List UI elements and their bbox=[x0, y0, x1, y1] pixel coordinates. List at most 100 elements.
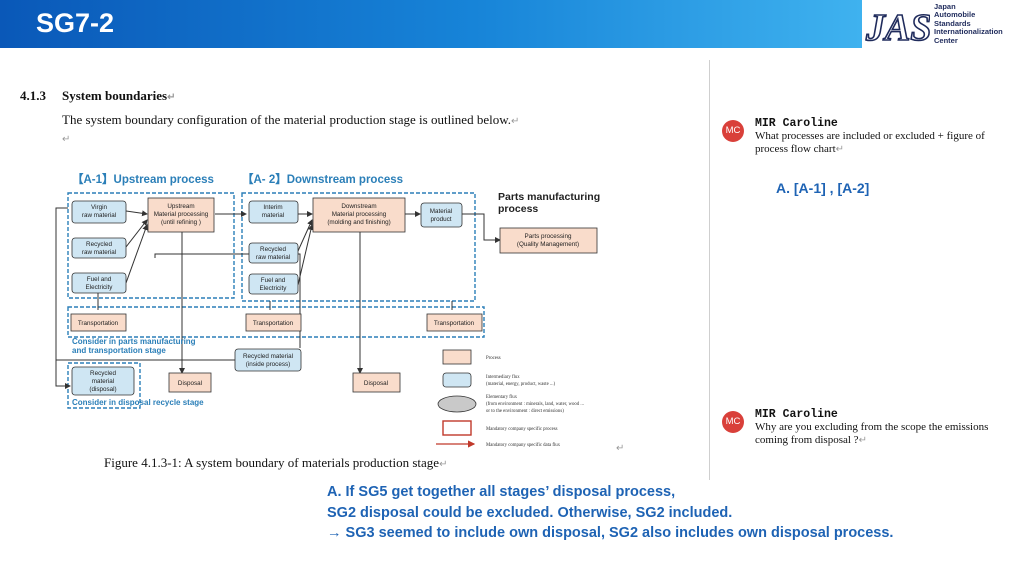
answer-2: A. If SG5 get together all stages’ dispo… bbox=[327, 482, 893, 544]
label-disposal-1: Disposal bbox=[178, 380, 202, 387]
legend-mandatory-swatch bbox=[442, 420, 472, 436]
legend-elementary-1: Elementary flux bbox=[486, 395, 518, 400]
recycled-disposal-box bbox=[71, 366, 135, 396]
label-downstream-3: (molding and finishing) bbox=[327, 219, 390, 226]
label-recycled-a-1: Recycled bbox=[86, 241, 112, 248]
paragraph-mark-icon: ↵ bbox=[167, 92, 176, 103]
virgin-raw-material-box bbox=[71, 200, 127, 224]
label-material-prod-2: product bbox=[430, 216, 451, 223]
recycled-raw-material-box-1 bbox=[71, 237, 127, 259]
parts-process-box bbox=[499, 227, 598, 254]
logo-line: Internationalization bbox=[934, 27, 1003, 37]
disposal-box-2 bbox=[352, 372, 401, 393]
logo-line: Center bbox=[934, 35, 958, 45]
upstream-process-box bbox=[147, 197, 215, 233]
label-downstream-1: Downstream bbox=[341, 203, 376, 210]
label-transport-1: Transportation bbox=[78, 320, 119, 327]
legend-elementary-2: (from environment : minerals, land, wate… bbox=[486, 402, 584, 407]
jasic-logo: JASIC Japan Automobile Standards Interna… bbox=[864, 0, 1024, 48]
transport-box-2 bbox=[245, 313, 302, 332]
document-excerpt: 4.1.3 System boundaries↵ The system boun… bbox=[0, 48, 712, 488]
downstream-boundary bbox=[241, 192, 476, 302]
label-fuel-a-1: Fuel and bbox=[87, 276, 112, 283]
fuel-electricity-box-1 bbox=[71, 272, 127, 294]
paragraph-mark-icon: ↵ bbox=[858, 435, 867, 446]
paragraph-mark-icon: ↵ bbox=[835, 144, 845, 155]
answer-2-line2: SG2 disposal could be excluded. Otherwis… bbox=[327, 504, 733, 521]
parts-title-line2: process bbox=[498, 203, 538, 215]
recycled-raw-material-box-2 bbox=[248, 242, 299, 264]
fuel-electricity-box-2 bbox=[248, 273, 299, 295]
section-number: 4.1.3 bbox=[20, 88, 46, 103]
transport-boundary bbox=[67, 306, 485, 338]
slide-title: SG7-2 bbox=[36, 8, 115, 38]
label-downstream-2: Material processing bbox=[332, 211, 387, 218]
label-fuel-a-2: Electricity bbox=[86, 284, 114, 291]
section-body: The system boundary configuration of the… bbox=[62, 112, 522, 148]
answer-2-line1: A. If SG5 get together all stages’ dispo… bbox=[327, 484, 676, 500]
avatar: MC bbox=[722, 411, 744, 433]
comment-text: Why are you excluding from the scope the… bbox=[755, 421, 1005, 447]
section-body-text: The system boundary configuration of the… bbox=[62, 112, 511, 127]
label-recycled-inside-2: (inside process) bbox=[246, 361, 290, 368]
comment-body: What processes are included or excluded … bbox=[755, 130, 985, 155]
comment-divider bbox=[709, 60, 710, 480]
legend-process-swatch bbox=[442, 349, 472, 365]
label-material-prod-1: Material bbox=[430, 208, 452, 215]
logo-wordmark: Japan Automobile Standards International… bbox=[934, 2, 1003, 45]
legend-mandatory-process: Mandatory company specific process bbox=[486, 427, 558, 432]
avatar: MC bbox=[722, 120, 744, 142]
downstream-title: 【A- 2】Downstream process bbox=[242, 173, 403, 186]
paragraph-mark-icon: ↵ bbox=[62, 134, 71, 145]
label-transport-3: Transportation bbox=[434, 320, 475, 327]
figure-caption-text: Figure 4.1.3-1: A system boundary of mat… bbox=[104, 455, 440, 470]
system-boundary-diagram: 【A-1】Upstream process 【A- 2】Downstream p… bbox=[55, 173, 624, 453]
label-recycled-disposal-1: Recycled bbox=[90, 370, 116, 377]
label-upstream-1: Upstream bbox=[167, 203, 194, 210]
label-virgin-2: raw material bbox=[82, 212, 116, 219]
label-recycled-a-2: raw material bbox=[82, 249, 116, 256]
jasic-logo-mark: JASIC bbox=[864, 6, 930, 46]
figure-caption: Figure 4.1.3-1: A system boundary of mat… bbox=[104, 455, 447, 471]
label-parts-proc-2: (Quality Management) bbox=[517, 241, 579, 248]
recycled-inside-box bbox=[234, 348, 302, 372]
consider-parts-line2: and transportation stage bbox=[72, 346, 166, 355]
comment-body: Why are you excluding from the scope the… bbox=[755, 421, 989, 446]
label-parts-proc-1: Parts processing bbox=[525, 233, 572, 240]
comment-author: MIR Caroline bbox=[755, 117, 838, 130]
legend-elementary-swatch bbox=[437, 395, 477, 413]
interim-material-box bbox=[248, 200, 299, 224]
label-fuel-b-1: Fuel and bbox=[261, 277, 286, 284]
comment-author: MIR Caroline bbox=[755, 408, 838, 421]
logo-line: Japan bbox=[934, 2, 956, 11]
label-recycled-b-1: Recycled bbox=[260, 246, 286, 253]
disposal-box-1 bbox=[168, 372, 212, 393]
label-recycled-disposal-2: material bbox=[92, 378, 114, 385]
legend-intermediary-2: (material, energy, product, waste ...) bbox=[486, 382, 556, 387]
answer-2-line3: → SG3 seemed to include own disposal, SG… bbox=[327, 525, 894, 541]
label-virgin-1: Virgin bbox=[91, 204, 107, 211]
paragraph-mark-icon: ↵ bbox=[439, 459, 448, 470]
legend-elementary-3: or to the environment : direct emissions… bbox=[486, 409, 564, 414]
label-recycled-b-2: raw material bbox=[256, 254, 290, 261]
paragraph-mark-icon: ↵ bbox=[511, 116, 520, 127]
legend-flux-swatch bbox=[442, 372, 472, 388]
legend-intermediary-1: Intermediary flux bbox=[486, 375, 520, 380]
label-disposal-2: Disposal bbox=[364, 380, 388, 387]
consider-disposal: Consider in disposal recycle stage bbox=[72, 398, 204, 407]
downstream-process-box bbox=[312, 197, 406, 233]
label-fuel-b-2: Electricity bbox=[260, 285, 288, 292]
material-product-box bbox=[420, 202, 463, 228]
upstream-title: 【A-1】Upstream process bbox=[72, 173, 214, 186]
legend-mandatory-flux: Mandatory company specific data flux bbox=[486, 443, 561, 448]
label-upstream-3: (until refining ) bbox=[161, 219, 201, 226]
comment-text: What processes are included or excluded … bbox=[755, 130, 1005, 156]
consider-parts-line1: Consider in parts manufacturing bbox=[72, 337, 196, 346]
label-recycled-disposal-3: (disposal) bbox=[89, 386, 116, 393]
section-title-text: System boundaries bbox=[62, 88, 168, 103]
legend-process-label: Process bbox=[486, 356, 501, 361]
label-upstream-2: Material processing bbox=[154, 211, 209, 218]
paragraph-mark-icon: ↵ bbox=[616, 443, 624, 453]
section-title: System boundaries↵ bbox=[62, 88, 176, 104]
answer-1: A. [A-1] , [A-2] bbox=[776, 180, 870, 196]
